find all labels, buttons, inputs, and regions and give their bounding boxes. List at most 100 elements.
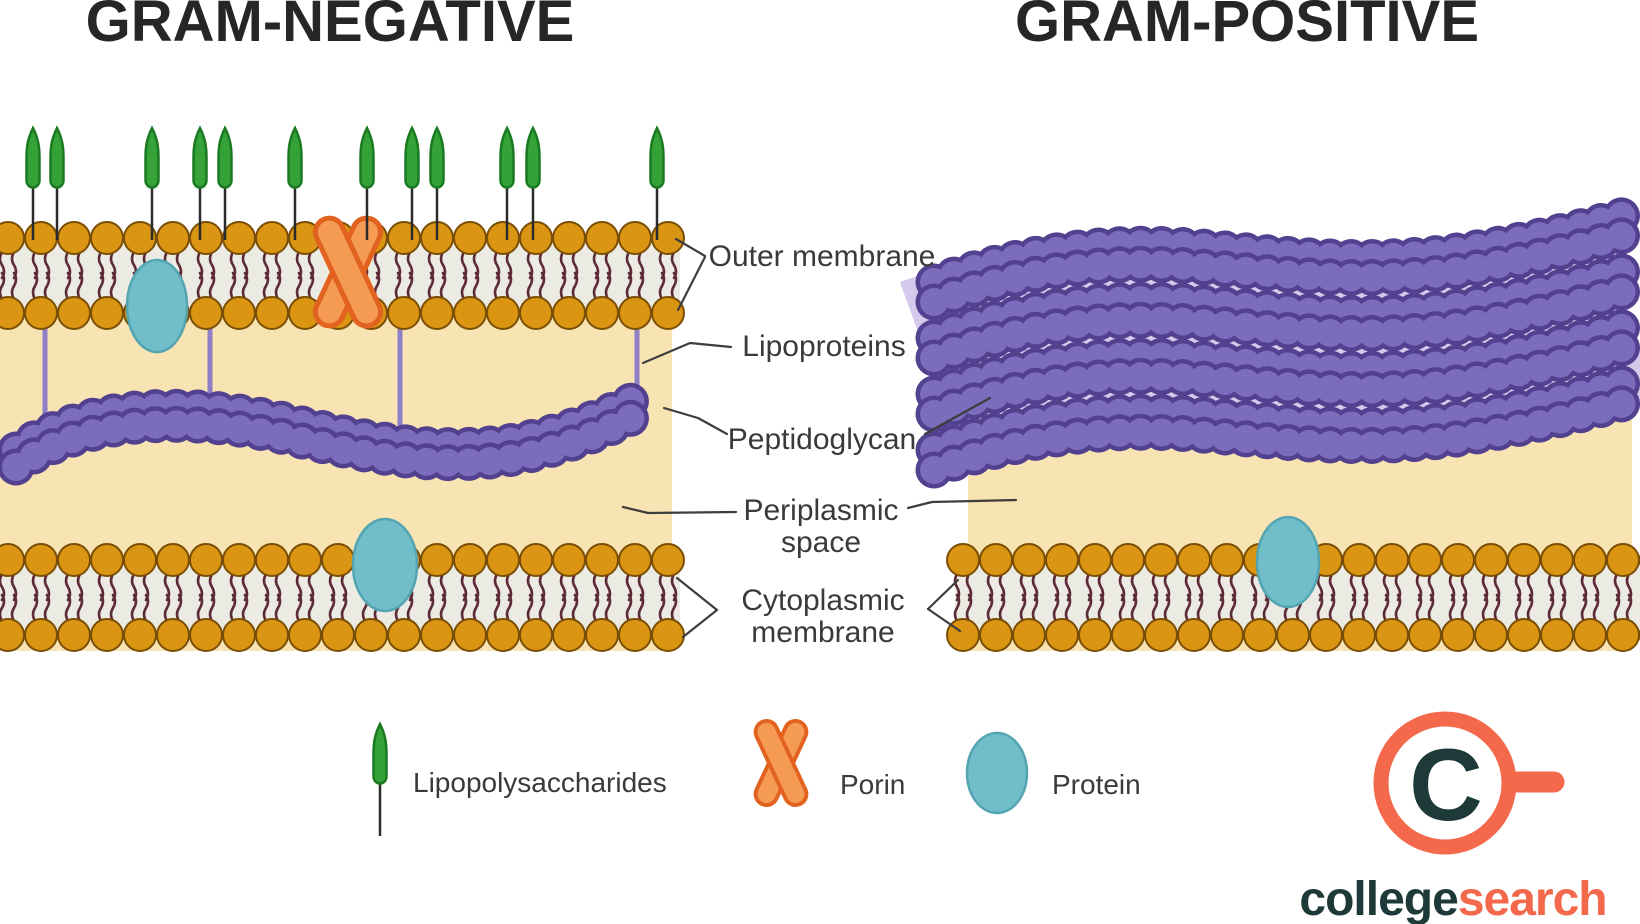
- lipid-tail: [229, 593, 237, 623]
- phospholipid-head: [979, 618, 1013, 652]
- lipid-tail: [625, 271, 633, 301]
- phospholipid-head: [189, 618, 223, 652]
- connector-periplasmic-right: [906, 498, 1018, 510]
- bead-row: [920, 276, 1640, 372]
- lipid-tail: [1526, 593, 1534, 623]
- phospholipid-head: [321, 618, 355, 652]
- lipid-tail: [1613, 593, 1621, 623]
- label-cytoplasmic-line2: membrane: [751, 616, 895, 649]
- bead-row: [920, 256, 1640, 352]
- phospholipid-head: [1375, 543, 1409, 577]
- lipid-tail: [208, 271, 216, 301]
- label-periplasmic-line1: Periplasmic: [743, 494, 899, 527]
- lipid-tail: [1481, 593, 1489, 623]
- phospholipid-head: [585, 543, 619, 577]
- lipid-tail: [538, 271, 546, 301]
- lipid-tail: [1217, 593, 1225, 623]
- lipid-tail: [658, 271, 666, 301]
- membrane-proteins: [125, 258, 1321, 815]
- phospholipid-head: [387, 618, 421, 652]
- phospholipid-head: [1408, 618, 1442, 652]
- phospholipid-head: [618, 296, 652, 330]
- lipid-tail: [505, 593, 513, 623]
- lps-rod: [49, 126, 65, 242]
- lipid-tail: [526, 593, 534, 623]
- lipid-tail: [1625, 593, 1633, 623]
- lipid-tail: [307, 593, 315, 623]
- phospholipid-head: [24, 618, 58, 652]
- phospholipid-head: [1078, 618, 1112, 652]
- lipid-tail: [1085, 593, 1093, 623]
- phospholipid-head: [1507, 543, 1541, 577]
- lipid-tail: [637, 593, 645, 623]
- lipid-tail: [427, 271, 435, 301]
- protein-in-outer-membrane: [125, 258, 189, 354]
- phospholipid-head: [651, 618, 685, 652]
- phospholipid-head: [1144, 543, 1178, 577]
- phospholipid-head: [123, 618, 157, 652]
- phospholipid-head: [222, 296, 256, 330]
- lipid-tail: [1118, 593, 1126, 623]
- label-cytoplasmic-line1: Cytoplasmic: [741, 584, 905, 617]
- peptidoglycan-thick-layer: [899, 195, 1640, 489]
- lipid-tail: [406, 593, 414, 623]
- phospholipid-head: [189, 543, 223, 577]
- phospholipid-head: [486, 543, 520, 577]
- lipid-tail: [340, 593, 348, 623]
- phospholipid-head: [189, 296, 223, 330]
- phospholipid-head: [90, 296, 124, 330]
- phospholipid-head: [519, 618, 553, 652]
- phospholipid-head: [651, 543, 685, 577]
- lipid-tail: [427, 593, 435, 623]
- phospholipid-head: [1540, 618, 1574, 652]
- lipid-tail: [142, 593, 150, 623]
- phospholipid-head: [946, 618, 980, 652]
- lipid-tail: [1097, 593, 1105, 623]
- lipid-tail: [604, 593, 612, 623]
- connector-peptidoglycan-right: [923, 396, 992, 436]
- phospholipid-head: [1276, 618, 1310, 652]
- phospholipid-head: [585, 221, 619, 255]
- label-periplasmic-space: Periplasmic space: [701, 495, 941, 559]
- phospholipid-head: [0, 618, 25, 652]
- phospholipid-head: [1507, 618, 1541, 652]
- phospholipid-head: [618, 221, 652, 255]
- phospholipid-head: [24, 221, 58, 255]
- phospholipid-head: [288, 543, 322, 577]
- lipid-tail: [1019, 593, 1027, 623]
- phospholipid-head: [24, 296, 58, 330]
- phospholipid-head: [1573, 543, 1607, 577]
- bead-row: [920, 368, 1640, 464]
- lipid-tail: [1427, 593, 1435, 623]
- gram-negative-periplasm-content: [0, 320, 667, 486]
- phospholipid-head: [651, 221, 685, 255]
- phospholipid-head: [420, 543, 454, 577]
- lipid-tail: [295, 271, 303, 301]
- phospholipid-head: [0, 543, 25, 577]
- lipid-tail: [439, 593, 447, 623]
- phospholipid-head: [255, 543, 289, 577]
- lipid-tail: [1349, 593, 1357, 623]
- connector-peptidoglycan-left: [662, 406, 729, 436]
- lipid-tail: [274, 271, 282, 301]
- phospholipid-head: [979, 543, 1013, 577]
- phospholipid-head: [453, 296, 487, 330]
- lipid-tail: [1151, 593, 1159, 623]
- protein-in-cytoplasmic-membrane-right: [1255, 515, 1321, 609]
- phospholipid-head: [618, 618, 652, 652]
- lipid-tail: [460, 271, 468, 301]
- lipid-tail: [163, 593, 171, 623]
- phospholipid-head: [486, 296, 520, 330]
- lipid-tail: [493, 271, 501, 301]
- lipid-tail: [43, 271, 51, 301]
- lipid-tail: [439, 271, 447, 301]
- phospholipid-head: [1540, 543, 1574, 577]
- lipid-tail: [493, 593, 501, 623]
- phospholipid-head: [387, 296, 421, 330]
- phospholipid-head: [1606, 618, 1640, 652]
- phospholipid-head: [1045, 618, 1079, 652]
- bead-row: [920, 220, 1640, 316]
- phospholipid-head: [90, 618, 124, 652]
- lipid-tail: [625, 593, 633, 623]
- phospholipid-head: [1012, 618, 1046, 652]
